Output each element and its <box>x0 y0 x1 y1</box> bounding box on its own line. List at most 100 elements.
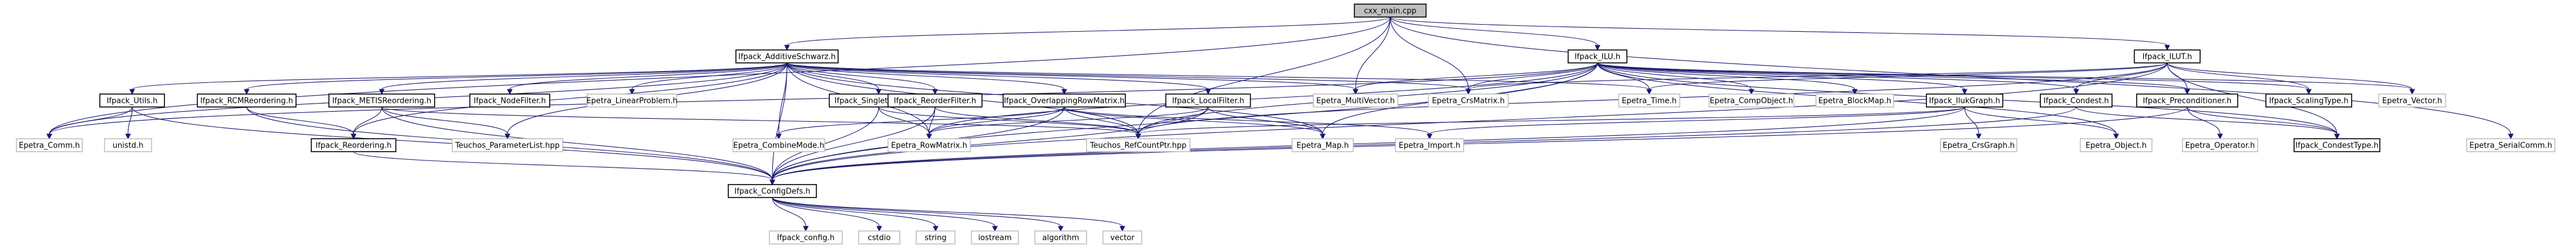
node-vectorstd: vector <box>1102 230 1142 245</box>
edge-ilut-to-condest <box>2073 62 2168 95</box>
node-operator: Epetra_Operator.h <box>2182 138 2258 152</box>
node-time: Epetra_Time.h <box>1618 93 1680 108</box>
node-label: Ifpack_AdditiveSchwarz.h <box>738 53 836 62</box>
node-combinemode: Epetra_CombineMode.h <box>732 138 825 152</box>
edge-ilu-to-configdefs <box>769 62 1598 186</box>
edge-overlap-to-import <box>1064 106 1432 140</box>
node-label: Epetra_RowMatrix.h <box>891 142 967 150</box>
node-reorderf[interactable]: Ifpack_ReorderFilter.h <box>887 93 983 108</box>
node-blockmap: Epetra_BlockMap.h <box>1815 93 1894 108</box>
node-configdefs[interactable]: Ifpack_ConfigDefs.h <box>728 184 817 198</box>
node-asw[interactable]: Ifpack_AdditiveSchwarz.h <box>735 49 839 63</box>
node-import: Epetra_Import.h <box>1395 138 1464 152</box>
node-precond[interactable]: Ifpack_Preconditioner.h <box>2136 93 2238 108</box>
node-label: cxx_main.cpp <box>1364 7 1416 16</box>
edge-ilu-to-ilukgraph <box>1597 62 1968 95</box>
node-label: Epetra_SerialComm.h <box>2470 142 2553 150</box>
node-cxx[interactable]: cxx_main.cpp <box>1354 4 1427 18</box>
edge-asw-to-reorderf <box>786 62 938 95</box>
node-nodefilter[interactable]: Ifpack_NodeFilter.h <box>469 93 550 108</box>
node-multivec: Epetra_MultiVector.h <box>1313 93 1398 108</box>
edge-ilu-to-multivec <box>1353 62 1598 95</box>
node-label: Ifpack_NodeFilter.h <box>473 97 546 106</box>
node-condest[interactable]: Ifpack_Condest.h <box>2040 93 2113 108</box>
node-cstdio: cstdio <box>858 230 900 245</box>
node-object: Epetra_Object.h <box>2080 138 2153 152</box>
node-label: Ifpack_Utils.h <box>107 97 158 106</box>
edge-asw-to-time <box>786 62 1652 95</box>
node-label: Epetra_LinearProblem.h <box>586 97 677 106</box>
edge-localfilter-to-rcp <box>1135 106 1209 140</box>
node-label: Ifpack_RCMReordering.h <box>200 97 293 106</box>
node-ilu[interactable]: Ifpack_ILU.h <box>1568 49 1627 63</box>
node-label: unistd.h <box>113 142 144 150</box>
edge-configdefs-to-algorithm <box>772 197 1064 232</box>
node-linprob: Epetra_LinearProblem.h <box>586 93 678 108</box>
node-serialcomm: Epetra_SerialComm.h <box>2466 138 2555 152</box>
node-ilut[interactable]: Ifpack_ILUT.h <box>2134 49 2201 63</box>
node-compobj: Epetra_CompObject.h <box>1709 93 1794 108</box>
edge-configdefs-to-string <box>772 197 939 232</box>
node-label: Epetra_CombineMode.h <box>734 142 825 150</box>
node-string: string <box>916 230 956 245</box>
node-label: Ifpack_Condest.h <box>2043 97 2109 106</box>
node-metis[interactable]: Ifpack_METISReordering.h <box>328 93 435 108</box>
node-crsmatrix: Epetra_CrsMatrix.h <box>1428 93 1509 108</box>
node-localfilter[interactable]: Ifpack_LocalFilter.h <box>1165 93 1251 108</box>
node-label: Epetra_CompObject.h <box>1710 97 1793 106</box>
edge-overlap-to-combinemode <box>776 106 1065 140</box>
node-label: string <box>924 234 946 243</box>
edge-metis-to-paramlist <box>381 106 510 140</box>
edge-ilut-to-time <box>1646 62 2168 95</box>
edge-configdefs-to-ifconfig <box>772 197 809 232</box>
edge-asw-to-utils <box>129 62 788 95</box>
edge-asw-to-nodefilter <box>507 62 788 95</box>
node-condesttype[interactable]: Ifpack_CondestType.h <box>2293 138 2380 152</box>
edge-asw-to-linprob <box>629 62 788 95</box>
edge-ilu-to-crsmatrix <box>1465 62 1598 95</box>
node-label: Epetra_Time.h <box>1622 97 1677 106</box>
node-comm: Epetra_Comm.h <box>16 138 83 152</box>
node-utils[interactable]: Ifpack_Utils.h <box>99 93 165 108</box>
node-label: algorithm <box>1042 234 1080 243</box>
node-label: Ifpack_ConfigDefs.h <box>734 188 810 196</box>
edge-ilu-to-blockmap <box>1597 62 1858 95</box>
edge-ilukgraph-to-object <box>1964 106 2119 140</box>
node-label: Ifpack_LocalFilter.h <box>1172 97 1245 106</box>
node-label: Ifpack_OverlappingRowMatrix.h <box>1004 97 1125 106</box>
node-label: Ifpack_ILU.h <box>1575 53 1620 62</box>
node-label: Ifpack_ScalingType.h <box>2269 97 2348 106</box>
node-rcp: Teuchos_RefCountPtr.hpp <box>1086 138 1191 152</box>
node-rcm[interactable]: Ifpack_RCMReordering.h <box>197 93 297 108</box>
node-label: iostream <box>978 234 1011 243</box>
node-label: Epetra_CrsGraph.h <box>1943 142 2015 150</box>
node-label: Epetra_Comm.h <box>19 142 80 150</box>
node-overlap[interactable]: Ifpack_OverlappingRowMatrix.h <box>1003 93 1126 108</box>
node-ilukgraph[interactable]: Ifpack_IlukGraph.h <box>1926 93 2003 108</box>
edge-cxx-to-ilu <box>1390 16 1600 51</box>
edge-localfilter-to-map <box>1208 106 1326 140</box>
node-iostream: iostream <box>971 230 1019 245</box>
node-crsgraph: Epetra_CrsGraph.h <box>1940 138 2017 152</box>
edge-configdefs-to-cstdio <box>772 197 882 232</box>
node-label: Epetra_Import.h <box>1399 142 1461 150</box>
edge-ilut-to-crsmatrix <box>1465 62 2168 95</box>
node-reordering[interactable]: Ifpack_Reordering.h <box>311 138 396 152</box>
node-algorithm: algorithm <box>1034 230 1087 245</box>
edge-configdefs-to-vectorstd <box>772 197 1125 232</box>
node-label: Epetra_Operator.h <box>2185 142 2255 150</box>
node-scaling[interactable]: Ifpack_ScalingType.h <box>2265 93 2352 108</box>
edge-utils-to-comm <box>46 106 133 140</box>
node-label: Ifpack_Preconditioner.h <box>2143 97 2231 106</box>
edge-reorderf-to-rcp <box>934 106 1141 140</box>
node-paramlist: Teuchos_ParameterList.hpp <box>452 138 563 152</box>
node-label: Teuchos_RefCountPtr.hpp <box>1089 142 1186 150</box>
edge-ilukgraph-to-import <box>1427 106 1965 140</box>
edge-precond-to-condesttype <box>2187 106 2340 140</box>
edge-metis-to-configdefs <box>381 106 775 186</box>
edge-reordering-to-configdefs <box>353 151 775 186</box>
edge-localfilter-to-rowmatrix <box>926 106 1209 140</box>
node-label: Ifpack_METISReordering.h <box>332 97 432 106</box>
